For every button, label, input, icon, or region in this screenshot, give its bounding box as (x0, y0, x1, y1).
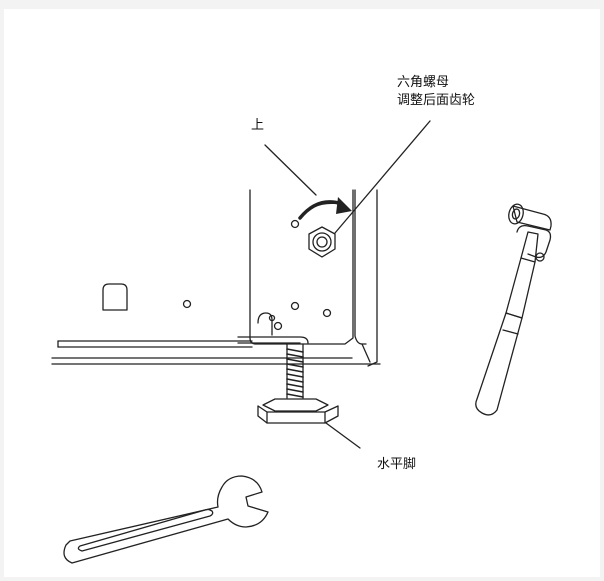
ratchet-wrench-icon (475, 203, 552, 416)
hex-nut-label-line1: 六角螺母 (397, 75, 450, 90)
leveling-foot (257, 398, 339, 424)
leveling-foot-label: 水平脚 (377, 457, 417, 472)
open-end-wrench-icon (63, 475, 269, 564)
rotation-arrow-icon (298, 197, 352, 220)
hex-nut-label-line2: 调整后面齿轮 (397, 93, 476, 108)
hex-nut-label: 六角螺母 调整后面齿轮 (397, 74, 475, 110)
hex-nut-leader-line (334, 120, 431, 234)
cabinet-base (51, 283, 381, 365)
threaded-rod (286, 343, 304, 399)
hex-nut (308, 226, 336, 258)
foot-leader-line (325, 422, 361, 449)
up-label: 上 (251, 118, 265, 133)
up-leader-line (264, 144, 317, 196)
side-bracket (237, 189, 378, 367)
